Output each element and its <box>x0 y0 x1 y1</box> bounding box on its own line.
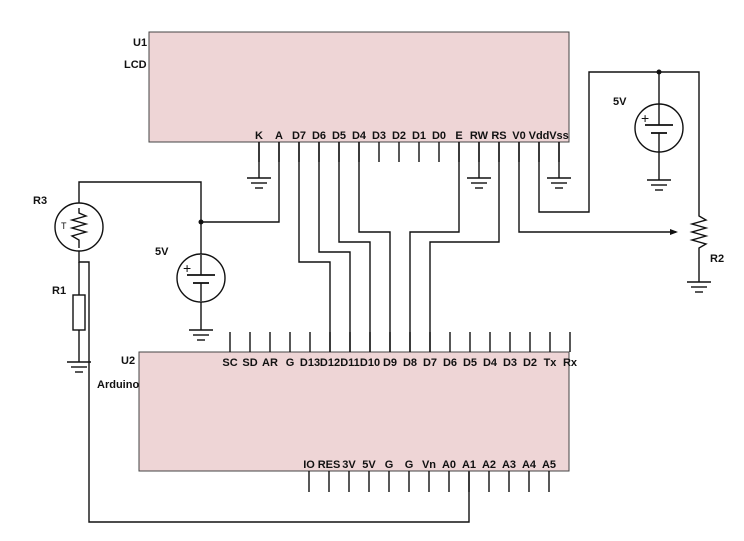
arduino-top-pin-d4-label: D4 <box>483 357 498 369</box>
ground-icon <box>467 177 491 189</box>
arduino-bottom-pin-a2-label: A2 <box>482 459 496 471</box>
thermistor-mark: T <box>61 221 67 231</box>
arduino-bottom-pin-res-label: RES <box>318 459 341 471</box>
lcd-pin-d7-label: D7 <box>292 130 306 142</box>
lcd-pin-d4-label: D4 <box>352 130 367 142</box>
arduino-top-pin-d11-label: D11 <box>340 357 360 369</box>
ground-symbol-group <box>67 177 711 373</box>
arduino-top-pin-sd-label: SD <box>242 357 257 369</box>
lcd-body <box>148 31 570 143</box>
r3-label: R3 <box>33 195 47 207</box>
wire-thermistor-top <box>78 181 202 222</box>
thermistor-r3[interactable]: T R3 <box>33 195 104 252</box>
wire-d4-to-d9 <box>358 142 391 352</box>
arduino-name-label: Arduino <box>97 379 139 391</box>
wire-divider-to-a0 <box>78 248 470 523</box>
zigzag-resistor-icon <box>69 208 89 248</box>
arduino-body <box>138 351 570 472</box>
arduino-bottom-pin-io-label: IO <box>303 459 315 471</box>
ground-icon <box>647 179 671 191</box>
source-left-label: 5V <box>155 246 169 258</box>
wire-group <box>78 69 700 523</box>
wire-e-to-d8 <box>409 142 460 352</box>
lcd-pin-a-label: A <box>275 130 283 142</box>
arduino-top-pin-g-label: G <box>286 357 295 369</box>
ground-icon <box>547 177 571 189</box>
arduino-bottom-pin-a5-label: A5 <box>542 459 556 471</box>
arduino-top-pin-d5-label: D5 <box>463 357 477 369</box>
arduino-bottom-pin-3v-label: 3V <box>342 459 356 471</box>
arduino-top-pin-rx-label: Rx <box>563 357 578 369</box>
lcd-pin-v0-label: V0 <box>512 130 525 142</box>
lcd-name-label: LCD <box>124 59 147 71</box>
lcd-pin-vdd-label: Vdd <box>529 130 550 142</box>
arduino-bottom-pin-a1-label: A1 <box>462 459 476 471</box>
resistor-box-icon <box>72 294 86 331</box>
wire-d7-to-d12 <box>298 142 331 352</box>
arduino-top-pin-d9-label: D9 <box>383 357 397 369</box>
battery-icon <box>176 253 226 303</box>
arduino-ref-label: U2 <box>121 355 135 367</box>
wire-d6-to-d11 <box>318 142 351 352</box>
resistor-r1[interactable]: R1 <box>52 285 86 331</box>
lcd-ref-label: U1 <box>133 37 147 49</box>
arduino-bottom-pin-a3-label: A3 <box>502 459 516 471</box>
plus-sign-icon: + <box>183 260 191 276</box>
voltage-source-left[interactable]: + 5V <box>155 246 226 303</box>
wire-rs-to-d7 <box>429 142 500 352</box>
lcd-pin-d1-label: D1 <box>412 130 426 142</box>
lcd-pin-d0-label: D0 <box>432 130 446 142</box>
ground-icon <box>687 281 711 293</box>
arduino-top-pin-d3-label: D3 <box>503 357 517 369</box>
thermistor-icon <box>54 202 104 252</box>
arduino-top-pin-d2-label: D2 <box>523 357 537 369</box>
arduino-top-pin-d12-label: D12 <box>320 357 340 369</box>
lcd-pin-vss-label: Vss <box>549 130 569 142</box>
arduino-bottom-pin-g-label: G <box>385 459 394 471</box>
arduino-bottom-pin-vn-label: Vn <box>422 459 436 471</box>
arduino-top-pin-d13-label: D13 <box>300 357 320 369</box>
lcd-pin-k-label: K <box>255 130 263 142</box>
voltage-source-right[interactable]: + 5V <box>613 96 684 153</box>
lcd-pin-e-label: E <box>455 130 462 142</box>
ground-icon <box>189 329 213 341</box>
lcd-pin-rs-label: RS <box>491 130 506 142</box>
zigzag-resistor-icon <box>689 212 709 252</box>
arduino-bottom-pin-a4-label: A4 <box>522 459 537 471</box>
arduino-top-pin-d7-label: D7 <box>423 357 437 369</box>
lcd-pin-d5-label: D5 <box>332 130 346 142</box>
wire-v0-to-wiper <box>518 142 676 233</box>
arduino-top-pin-d10-label: D10 <box>360 357 380 369</box>
potentiometer-r2[interactable]: R2 <box>689 212 724 265</box>
arduino-bottom-pin-a0-label: A0 <box>442 459 456 471</box>
lcd-pin-d3-label: D3 <box>372 130 386 142</box>
wire-vdd-to-5v <box>538 71 700 213</box>
wire-d5-to-d10 <box>338 142 371 352</box>
arduino-top-pin-sc-label: SC <box>222 357 237 369</box>
r1-label: R1 <box>52 285 66 297</box>
wire-backlight-anode <box>201 142 280 223</box>
lcd-pin-rw-label: RW <box>470 130 489 142</box>
source-right-label: 5V <box>613 96 627 108</box>
arduino-top-pin-tx-label: Tx <box>544 357 558 369</box>
lcd-pin-d6-label: D6 <box>312 130 326 142</box>
ground-icon <box>67 361 91 373</box>
r2-label: R2 <box>710 253 724 265</box>
wiper-arrow-icon <box>670 229 678 235</box>
arduino-bottom-pin-g-label: G <box>405 459 414 471</box>
lcd-pin-d2-label: D2 <box>392 130 406 142</box>
arduino-top-pin-ar-label: AR <box>262 357 278 369</box>
arduino-top-pin-d8-label: D8 <box>403 357 417 369</box>
arduino-top-pin-d6-label: D6 <box>443 357 457 369</box>
plus-sign-icon: + <box>641 110 649 126</box>
ground-icon <box>247 177 271 189</box>
arduino-bottom-pin-5v-label: 5V <box>362 459 376 471</box>
